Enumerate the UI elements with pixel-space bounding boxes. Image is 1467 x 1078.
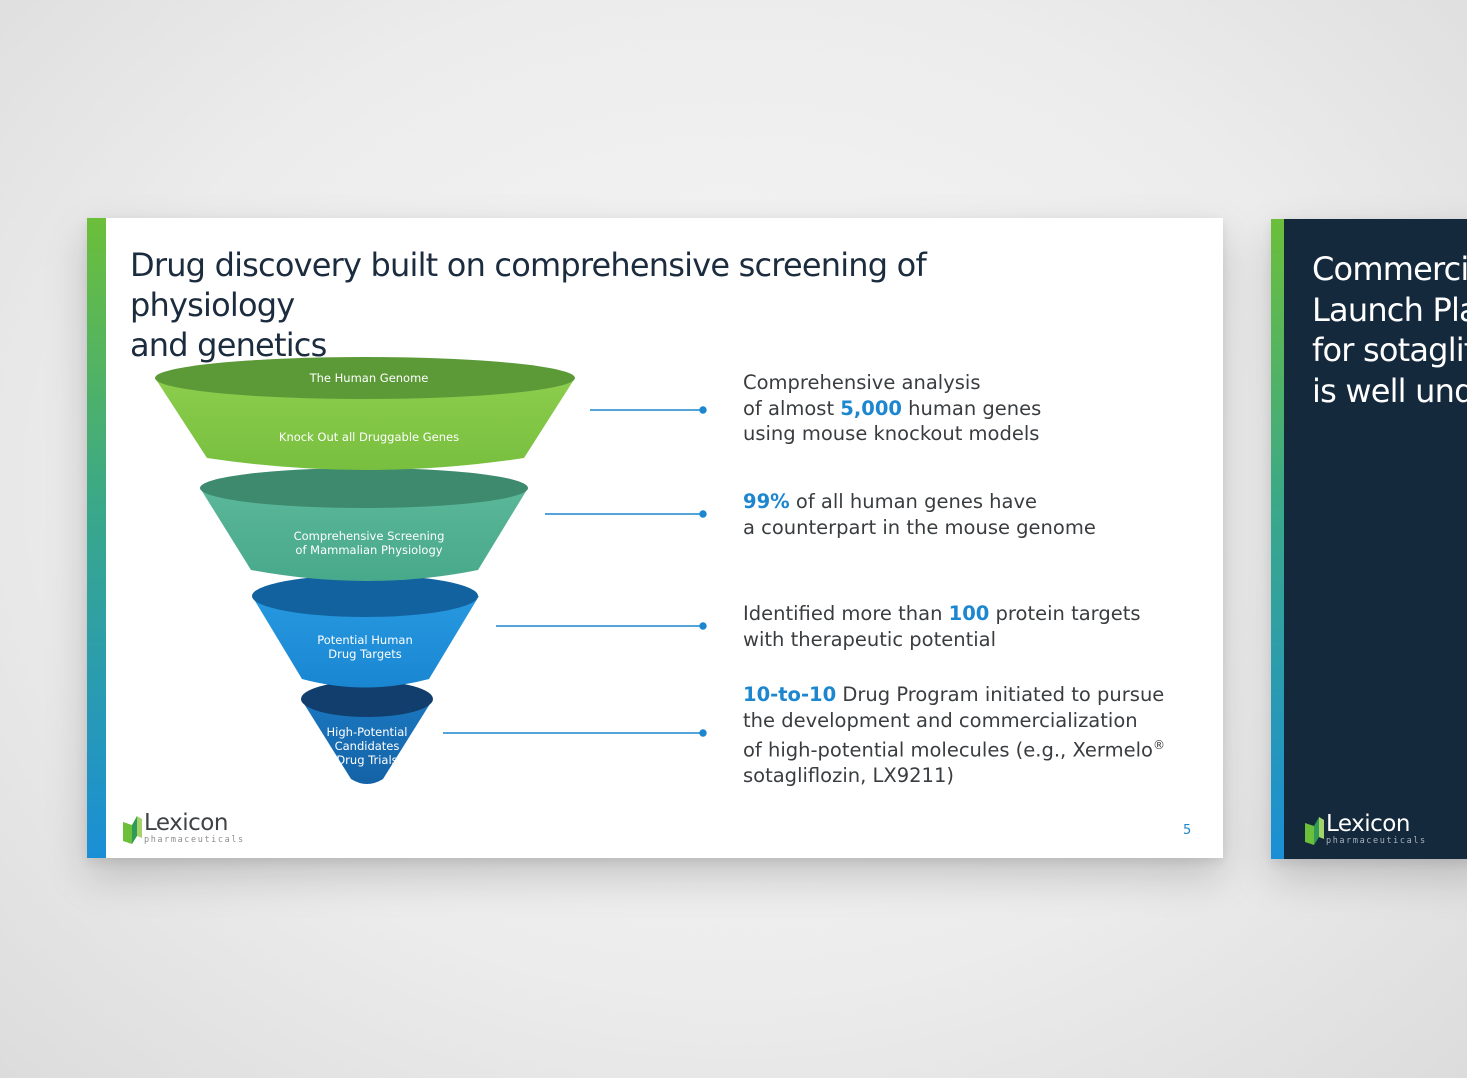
funnel-tier-1: The Human Genome Knock Out all Druggable…	[155, 357, 575, 470]
slide-next-accent-bar	[1271, 219, 1284, 859]
funnel-tier-3: Potential Human Drug Targets	[252, 575, 479, 688]
statement-1-pre: of almost	[743, 396, 841, 420]
slide-next-logo-sub: pharmaceuticals	[1326, 836, 1427, 846]
statement-3-pre: Identified more than	[743, 602, 949, 625]
lexicon-logo-word: Lexicon	[144, 810, 228, 836]
statement-1-line3: using mouse knockout models	[743, 422, 1040, 445]
connector-dot-2	[699, 510, 707, 518]
statement-2-highlight: 99%	[743, 490, 790, 513]
statement-3-line2: with therapeutic potential	[743, 627, 996, 651]
statement-1-line1: Comprehensive analysis	[743, 371, 981, 394]
statement-4-post: Drug Program initiated to pursue	[836, 683, 1165, 706]
funnel-diagram: High-Potential Candidates Drug Trials Po…	[155, 357, 707, 784]
slide-next-title: Commercia Launch Pla for sotaglif is wel…	[1312, 249, 1467, 411]
statement-1-highlight: 5,000	[840, 396, 902, 420]
funnel-tier-2-line1: Comprehensive Screening	[294, 529, 445, 543]
funnel-tier-3-line2: Drug Targets	[328, 647, 401, 661]
statement-3-post: protein targets	[989, 602, 1141, 625]
statement-2-post: of all human genes have	[789, 490, 1038, 513]
funnel-tier-3-line1: Potential Human	[317, 633, 413, 647]
statement-4: 10-to-10 Drug Program initiated to pursu…	[743, 682, 1165, 789]
statement-1: Comprehensive analysis of almost 5,000 h…	[743, 370, 1041, 447]
statement-4-highlight: 10-to-10	[743, 683, 837, 706]
slide-title-line1: Drug discovery built on comprehensive sc…	[130, 246, 927, 324]
slide-next-logo-word: Lexicon	[1326, 811, 1410, 837]
funnel-tier-2: Comprehensive Screening of Mammalian Phy…	[200, 468, 528, 581]
registered-mark: ®	[1152, 738, 1165, 752]
funnel-tier-2-line2: of Mammalian Physiology	[295, 543, 442, 557]
slide-next-lexicon-logo: Lexicon pharmaceuticals	[1305, 811, 1427, 850]
funnel-tier-4-line1: High-Potential	[327, 725, 408, 739]
lexicon-logo: Lexicon pharmaceuticals	[123, 810, 245, 849]
slide-title-line2: and genetics	[130, 326, 327, 364]
statement-2: 99% of all human genes have a counterpar…	[743, 489, 1096, 540]
slide-main[interactable]: Drug discovery built on comprehensive sc…	[87, 218, 1223, 858]
connector-dot-4	[699, 729, 707, 737]
statement-4-line2: the development and commercialization	[743, 708, 1138, 732]
funnel-tier-4: High-Potential Candidates Drug Trials	[301, 681, 433, 784]
statement-1-post: human genes	[901, 396, 1042, 420]
slide-next-title-line1: Commercia	[1312, 250, 1467, 288]
connector-dot-1	[699, 406, 707, 414]
statement-3: Identified more than 100 protein targets…	[743, 601, 1141, 652]
page-number: 5	[1183, 823, 1192, 838]
slide-next-title-line4: is well unde	[1312, 371, 1467, 410]
funnel-tier-4-line3: Drug Trials	[336, 753, 397, 767]
slide-next-preview[interactable]: Commercia Launch Pla for sotaglif is wel…	[1271, 219, 1467, 859]
slide-next-logo-mark-icon	[1305, 817, 1324, 845]
slide-title: Drug discovery built on comprehensive sc…	[130, 245, 1090, 365]
lexicon-logo-sub: pharmaceuticals	[144, 835, 245, 845]
slide-next-title-line2: Launch Pla	[1312, 290, 1467, 329]
lexicon-logo-mark-icon	[123, 816, 142, 844]
statement-3-highlight: 100	[948, 602, 990, 625]
funnel-tier-1-label: Knock Out all Druggable Genes	[279, 430, 459, 444]
funnel-tier-1-top-label: The Human Genome	[309, 371, 429, 385]
statement-2-line2: a counterpart in the mouse genome	[743, 515, 1096, 539]
funnel-tier-4-line2: Candidates	[335, 739, 400, 753]
statement-4-line3: of high-potential molecules (e.g., Xerme…	[743, 738, 1153, 762]
connector-dot-3	[699, 622, 707, 630]
slide-accent-bar	[87, 218, 106, 858]
slide-next-title-line3: for sotaglif	[1312, 331, 1467, 369]
statement-4-line4: sotagliflozin, LX9211)	[743, 764, 954, 787]
